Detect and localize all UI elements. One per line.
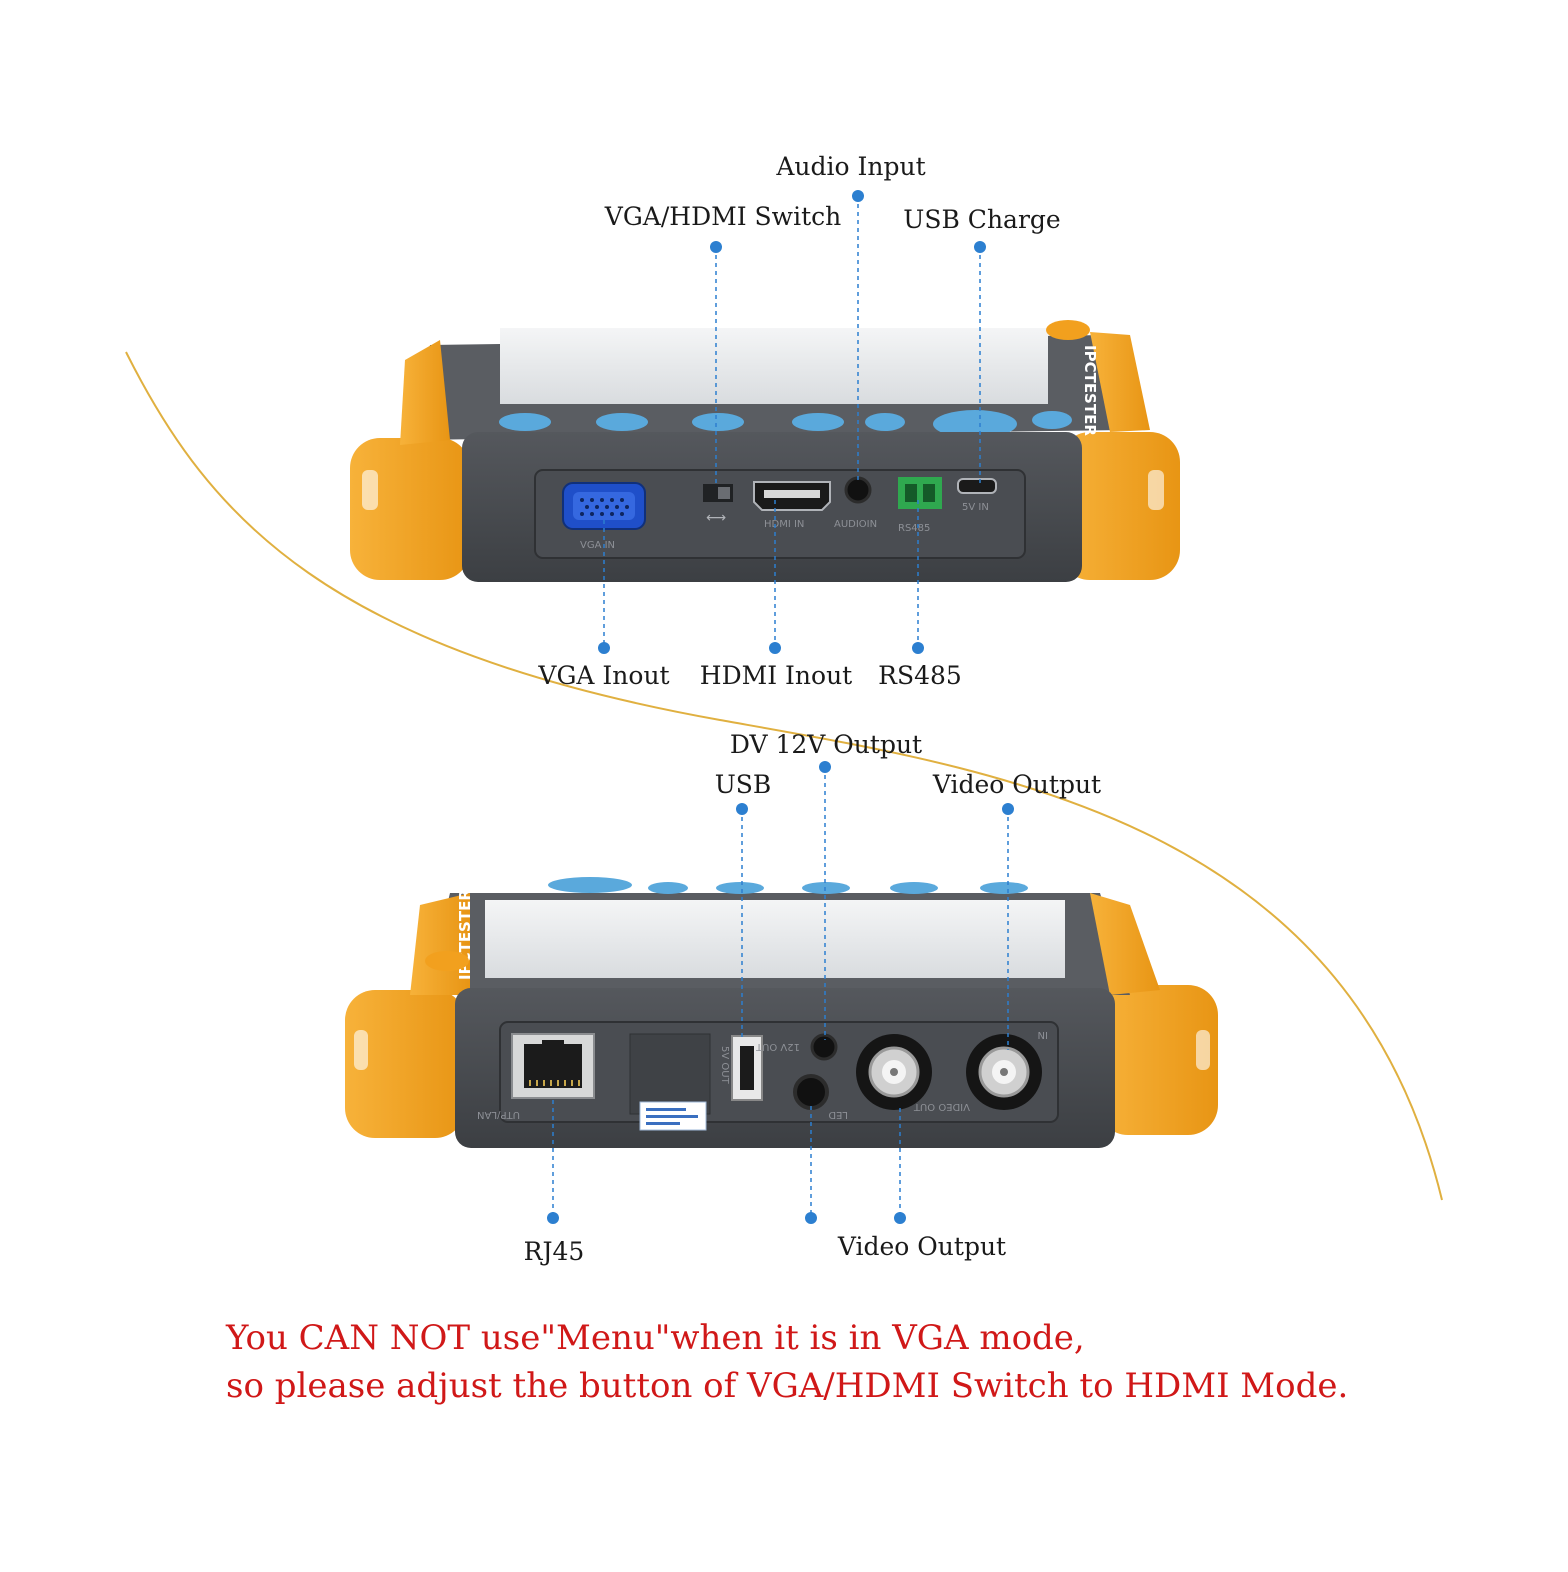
- device-bottom: IPCTESTER UTP/LAN 5V O: [345, 877, 1218, 1148]
- function-button-3[interactable]: [692, 413, 744, 431]
- rj45-port[interactable]: [511, 1033, 595, 1099]
- function-button-4[interactable]: [792, 413, 844, 431]
- bumper-right-bottom: [1098, 985, 1218, 1135]
- bnc-video-output[interactable]: [856, 1034, 932, 1110]
- callout-dot-audio-input: [852, 190, 864, 202]
- callout-vga-inout: VGA Inout: [538, 661, 670, 690]
- dc5v-in-label: 5V IN: [962, 502, 989, 513]
- usb-charge-port[interactable]: [957, 478, 997, 494]
- notice-line-1: You CAN NOT use"Menu"when it is in VGA m…: [226, 1318, 1085, 1358]
- function-button-5[interactable]: [865, 413, 905, 431]
- bumper-left-bottom: [345, 990, 465, 1138]
- notice-line-2: so please adjust the button of VGA/HDMI …: [226, 1366, 1349, 1406]
- dpad-button[interactable]: [933, 410, 1017, 438]
- callout-rj45: RJ45: [523, 1237, 585, 1266]
- callout-dot-led: [805, 1212, 817, 1224]
- front-buttons-top: [499, 410, 1072, 438]
- callout-dot-rj45: [547, 1212, 559, 1224]
- callout-dot-hdmi-inout: [769, 642, 781, 654]
- decorative-curve-top: [125, 351, 1443, 1201]
- hdmi-in-label: HDMI IN: [764, 519, 804, 530]
- callout-dot-vga-hdmi-switch: [710, 241, 722, 253]
- vga-in-label: VGA IN: [580, 540, 615, 551]
- callout-vga-hdmi-switch: VGA/HDMI Switch: [604, 202, 842, 231]
- callout-dot-video-output-bottom: [894, 1212, 906, 1224]
- brand-label-top: IPCTESTER: [1081, 345, 1099, 436]
- rs485-terminal[interactable]: [898, 477, 942, 509]
- callout-dv12v-output: DV 12V Output: [729, 730, 923, 759]
- device-top-screen: [500, 328, 1048, 404]
- dc12v-output-jack[interactable]: [810, 1033, 838, 1061]
- bottom-button-4[interactable]: [890, 882, 938, 894]
- function-button-2[interactable]: [596, 413, 648, 431]
- audio-input-jack[interactable]: [844, 476, 872, 504]
- bnc-video-input[interactable]: [966, 1034, 1042, 1110]
- rj45-port-label: UTP/LAN: [477, 1109, 520, 1120]
- rs485-port-label: RS485: [898, 523, 930, 534]
- dc12v-label: 12V OUT: [755, 1041, 800, 1052]
- device-bottom-screen: [485, 900, 1065, 978]
- callout-dot-vga-inout: [598, 642, 610, 654]
- video-out-label: VIDEO OUT: [913, 1101, 970, 1112]
- bottom-button-3[interactable]: [802, 882, 850, 894]
- callout-dot-usb: [736, 803, 748, 815]
- bumper-left-top: [350, 438, 470, 580]
- led-jack[interactable]: [793, 1074, 829, 1110]
- bumper-right-top: [1060, 432, 1180, 580]
- hdmi-port[interactable]: [753, 481, 831, 511]
- dpad-button-bottom[interactable]: [548, 877, 632, 893]
- callout-rs485: RS485: [878, 661, 962, 690]
- device-top: IPCTESTER VGA IN ⟷: [350, 320, 1180, 582]
- power-button-top[interactable]: [1046, 320, 1090, 340]
- front-buttons-bottom: [548, 877, 1028, 894]
- callout-dot-usb-charge: [974, 241, 986, 253]
- blank-module: [629, 1033, 711, 1115]
- bottom-button-2[interactable]: [716, 882, 764, 894]
- callout-hdmi-inout: HDMI Inout: [699, 661, 853, 690]
- led-label: LED: [828, 1109, 848, 1120]
- callout-audio-input: Audio Input: [776, 152, 926, 181]
- callout-dot-rs485: [912, 642, 924, 654]
- function-button-6[interactable]: [1032, 411, 1072, 429]
- video-in-label: IN: [1038, 1029, 1048, 1040]
- callout-dot-dv12v: [819, 761, 831, 773]
- power-button-bottom[interactable]: [425, 951, 469, 971]
- callout-usb-charge: USB Charge: [903, 205, 1061, 234]
- callout-usb: USB: [714, 770, 772, 799]
- audio-in-label: AUDIOIN: [834, 519, 877, 530]
- callout-video-output-bottom: Video Output: [837, 1232, 1007, 1261]
- callout-video-output-top: Video Output: [932, 770, 1102, 799]
- usb-5v-label: 5V OUT: [719, 1046, 730, 1085]
- bottom-button-1[interactable]: [648, 882, 688, 894]
- switch-arrow-label: ⟷: [706, 510, 726, 526]
- callout-dot-video-output-top: [1002, 803, 1014, 815]
- function-button-1[interactable]: [499, 413, 551, 431]
- bottom-button-5[interactable]: [980, 882, 1028, 894]
